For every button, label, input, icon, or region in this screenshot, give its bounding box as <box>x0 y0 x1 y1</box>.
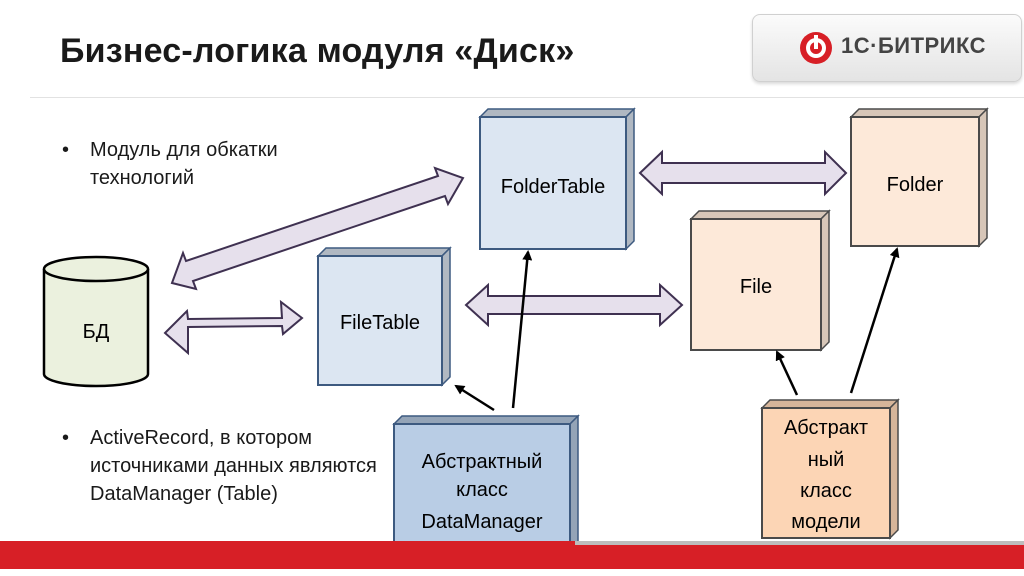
file-box: File <box>689 209 831 352</box>
foldertable-box: FolderTable <box>478 107 636 251</box>
datamanager-label-line: Абстрактный <box>422 451 543 473</box>
folder-box: Folder <box>849 107 989 248</box>
slide-title: Бизнес-логика модуля «Диск» <box>60 32 575 70</box>
arrow-datamanager-to-foldertable <box>511 250 533 409</box>
logo-badge: 1С·БИТРИКС <box>752 14 1022 82</box>
foldertable-label: FolderTable <box>501 176 606 198</box>
model-label-line: класс <box>800 480 852 502</box>
model-label-line: Абстракт <box>784 417 868 439</box>
datamanager-box: Абстрактный класс DataManager <box>392 414 580 555</box>
model-label-line: модели <box>791 511 860 533</box>
double-arrow-filetable-file <box>464 282 684 328</box>
double-arrow-db-foldertable <box>170 166 465 291</box>
bullet-item: ActiveRecord, в котором источниками данн… <box>60 424 380 508</box>
model-label-line: ный <box>808 449 845 471</box>
db-cylinder: БД <box>42 255 150 388</box>
footer-white-strip <box>0 569 1024 576</box>
footer-grey-strip <box>575 541 1024 545</box>
title-divider <box>30 97 1024 98</box>
datamanager-label-line: DataManager <box>421 511 543 533</box>
logo-text: 1С·БИТРИКС <box>841 33 987 58</box>
bullet-list-top: Модуль для обкатки технологий <box>60 136 350 192</box>
model-box: Абстракт ный класс модели <box>760 398 900 540</box>
datamanager-label-line: класс <box>456 479 508 501</box>
file-label: File <box>740 276 772 298</box>
filetable-box: FileTable <box>316 246 452 387</box>
bullet-list-bottom: ActiveRecord, в котором источниками данн… <box>60 424 380 508</box>
bitrix-logo-icon <box>800 32 832 64</box>
double-arrow-db-filetable <box>163 299 304 356</box>
folder-label: Folder <box>887 174 944 196</box>
db-label: БД <box>83 321 110 343</box>
bullet-item: Модуль для обкатки технологий <box>60 136 350 192</box>
double-arrow-foldertable-folder <box>638 149 848 197</box>
filetable-label: FileTable <box>340 312 420 334</box>
arrow-model-to-file <box>775 350 799 396</box>
arrow-model-to-folder <box>849 247 900 394</box>
arrow-datamanager-to-filetable <box>454 384 495 412</box>
